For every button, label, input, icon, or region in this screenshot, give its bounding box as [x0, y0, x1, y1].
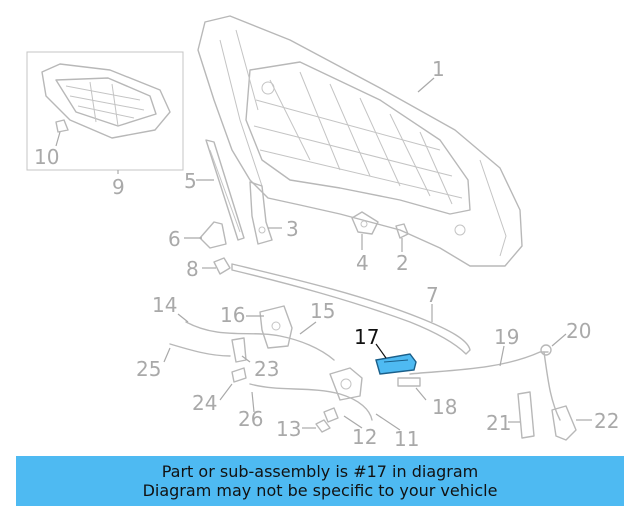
gas-strut — [205, 139, 245, 241]
callout-24: 24 — [192, 391, 217, 415]
caption-line-1: Part or sub-assembly is #17 in diagram — [161, 462, 479, 481]
hood-seal — [231, 263, 471, 355]
inset-box-9 — [26, 51, 184, 171]
caption-banner: Part or sub-assembly is #17 in diagram D… — [16, 456, 624, 506]
hood-hinge — [249, 181, 273, 245]
secondary-cable — [397, 344, 561, 421]
callout-10: 10 — [34, 145, 59, 169]
callout-19: 19 — [494, 325, 519, 349]
callout-20: 20 — [566, 319, 591, 343]
hood-panel — [197, 15, 523, 267]
callout-16: 16 — [220, 303, 245, 327]
parts-diagram: 1 2 3 4 5 6 7 8 9 10 11 12 13 14 15 16 1… — [26, 15, 619, 451]
callout-leaders — [55, 77, 592, 431]
callout-7: 7 — [426, 283, 439, 307]
callout-2: 2 — [396, 251, 409, 275]
bolt-2 — [395, 223, 409, 239]
callout-14: 14 — [152, 293, 177, 317]
callout-8: 8 — [186, 257, 199, 281]
callout-22: 22 — [594, 409, 619, 433]
callout-23: 23 — [254, 357, 279, 381]
clip-8 — [213, 257, 231, 275]
callout-15: 15 — [310, 299, 335, 323]
callout-3: 3 — [286, 217, 299, 241]
callout-25: 25 — [136, 357, 161, 381]
release-cable-assembly — [169, 305, 373, 433]
callout-labels: 1 2 3 4 5 6 7 8 9 10 11 12 13 14 15 16 1… — [34, 57, 619, 451]
callout-4: 4 — [356, 251, 369, 275]
highlighted-part-17 — [375, 353, 417, 375]
callout-5: 5 — [184, 169, 197, 193]
callout-17: 17 — [354, 325, 379, 349]
bump-stop — [199, 221, 227, 249]
callout-21: 21 — [486, 411, 511, 435]
callout-26: 26 — [238, 407, 263, 431]
callout-18: 18 — [432, 395, 457, 419]
callout-11: 11 — [394, 427, 419, 451]
callout-1: 1 — [432, 57, 445, 81]
latch-bracket-21 — [517, 391, 535, 439]
caption-line-2: Diagram may not be specific to your vehi… — [142, 481, 498, 500]
callout-13: 13 — [276, 417, 301, 441]
latch-bracket-22 — [551, 405, 577, 441]
bracket-4 — [351, 211, 379, 235]
callout-6: 6 — [168, 227, 181, 251]
callout-12: 12 — [352, 425, 377, 449]
callout-9: 9 — [112, 175, 125, 199]
